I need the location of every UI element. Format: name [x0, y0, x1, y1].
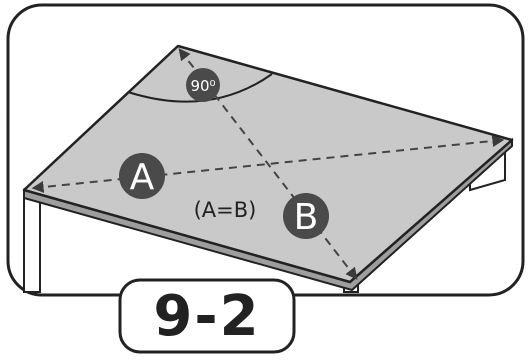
- diagonal-a-badge: A: [119, 153, 165, 199]
- equality-label: (A=B): [194, 198, 257, 222]
- left-post: [23, 190, 41, 293]
- diagonal-a-label: A: [130, 157, 155, 198]
- diagonal-a-line: [31, 135, 505, 193]
- step-number-box: [118, 278, 296, 354]
- step-number: 9-2: [153, 283, 261, 349]
- diagonal-b-label: B: [294, 197, 319, 238]
- angle-badge-label: 90⁰: [190, 77, 215, 95]
- angle-badge: 90⁰: [186, 68, 220, 102]
- diagonal-b-badge: B: [283, 193, 329, 239]
